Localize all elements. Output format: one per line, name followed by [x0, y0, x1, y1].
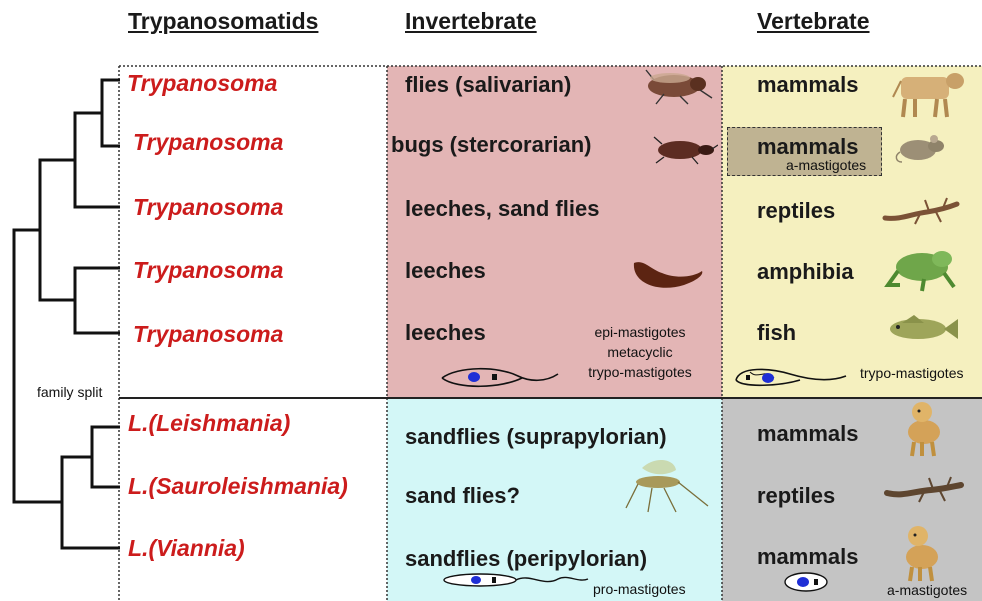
- invertebrate-host: leeches, sand flies: [405, 196, 599, 222]
- vertebrate-host: reptiles: [757, 483, 835, 509]
- stage-label: epi-mastigotes: [560, 322, 720, 342]
- genus-label: Trypanosoma: [133, 129, 283, 156]
- genus-label: Trypanosoma: [133, 257, 283, 284]
- genus-label: Trypanosoma: [133, 194, 283, 221]
- genus-label: Trypanosoma: [127, 70, 277, 97]
- leech-icon: [628, 249, 706, 295]
- invertebrate-stage-labels: epi-mastigotes metacyclic trypo-mastigot…: [560, 322, 720, 382]
- family-split-label: family split: [37, 384, 102, 400]
- invertebrate-host: bugs (stercorarian): [391, 132, 592, 158]
- vertebrate-host: amphibia: [757, 259, 854, 285]
- genus-label: L.(Leishmania): [128, 410, 290, 437]
- stage-label: trypo-mastigotes: [560, 362, 720, 382]
- epimastigote-icon: [438, 362, 562, 392]
- dog-icon: [894, 398, 952, 458]
- genus-label: Trypanosoma: [133, 321, 283, 348]
- genus-label: L.(Sauroleishmania): [128, 473, 348, 500]
- vertebrate-leishmania-stage-label: a-mastigotes: [887, 582, 967, 598]
- fish-icon: [884, 313, 960, 345]
- stage-label: metacyclic: [560, 342, 720, 362]
- lizard-icon: [881, 196, 961, 228]
- genus-label: L.(Viannia): [128, 535, 245, 562]
- cow-icon: [889, 67, 967, 119]
- amastigote-icon: [782, 570, 832, 594]
- invertebrate-host: sandflies (suprapylorian): [405, 424, 667, 450]
- kissing-bug-icon: [652, 135, 718, 165]
- invertebrate-host: sand flies?: [405, 483, 520, 509]
- trypomastigote-icon: [730, 362, 850, 392]
- vertebrate-host: fish: [757, 320, 796, 346]
- frog-icon: [884, 245, 958, 293]
- vertebrate-host: mammals: [757, 72, 859, 98]
- vertebrate-note: a-mastigotes: [786, 157, 866, 173]
- invertebrate-leishmania-stage-label: pro-mastigotes: [593, 581, 686, 597]
- promastigote-icon: [440, 569, 590, 591]
- lizard-icon: [883, 475, 965, 505]
- dog-icon: [892, 521, 952, 583]
- vertebrate-stage-label: trypo-mastigotes: [860, 365, 963, 381]
- mouse-icon: [894, 130, 950, 166]
- invertebrate-host: leeches: [405, 320, 486, 346]
- vertebrate-host: mammals: [757, 544, 859, 570]
- invertebrate-host: flies (salivarian): [405, 72, 571, 98]
- phylogenetic-tree: [0, 0, 130, 601]
- sandfly-icon: [618, 452, 712, 514]
- vertebrate-host: mammals: [757, 421, 859, 447]
- tsetse-fly-icon: [640, 66, 718, 106]
- vertebrate-host: reptiles: [757, 198, 835, 224]
- invertebrate-host: leeches: [405, 258, 486, 284]
